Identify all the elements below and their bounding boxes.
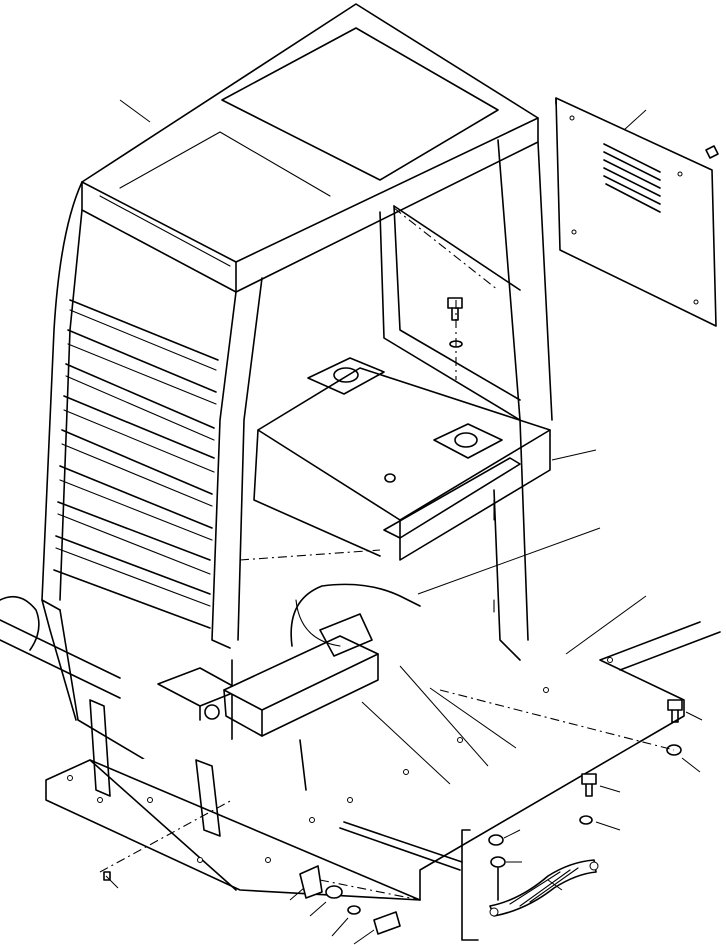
center-lines [99,207,675,901]
bolts-washers-nuts [103,145,719,935]
tilt-cylinder [157,599,379,737]
side-louvers [53,299,219,629]
ground-strap-detail [339,821,599,941]
rear-cover-panel [555,97,717,327]
base-mount [0,595,721,901]
vent-slots [603,143,661,213]
cable [290,583,421,647]
leader-lines [105,99,703,945]
cab-frame [41,139,553,821]
roof-panel [81,3,539,293]
